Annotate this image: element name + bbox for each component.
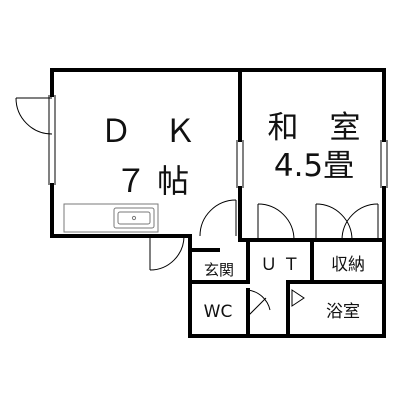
washitsu-door-arc-3 (341, 203, 379, 241)
windows (48, 95, 388, 188)
room-labels: Ｄ Ｋ ７ 帖 和 室 4.5畳 玄関 Ｕ Ｔ 収納 WC 浴室 (100, 110, 365, 322)
sink-drain (131, 215, 137, 221)
kitchen-sink-inner (117, 211, 151, 225)
shuno-label: 収納 (331, 255, 365, 275)
washitsu-door-arc-1 (257, 203, 295, 241)
dk-room-name: Ｄ Ｋ (100, 112, 196, 150)
dk-hall-door-arc (199, 199, 237, 237)
kitchen-sink (113, 207, 155, 229)
kitchen-counter (63, 203, 159, 233)
entrance-door-arc (149, 235, 185, 271)
wc-label: WC (204, 302, 233, 322)
dk-room-size: ７ 帖 (115, 162, 189, 200)
bath-door-mark (291, 289, 305, 307)
ut-label: Ｕ Ｔ (260, 255, 299, 275)
washitsu-room-name: 和 室 (268, 110, 361, 146)
washitsu-room-size: 4.5畳 (274, 148, 354, 184)
wc-door-leaf (247, 297, 267, 317)
wc-door-arc (247, 289, 271, 311)
yokushitsu-label: 浴室 (326, 302, 360, 322)
walls (50, 68, 386, 338)
genkan-label: 玄関 (204, 261, 234, 279)
dk-left-door-arc (15, 97, 53, 135)
washitsu-door-arc-2 (315, 203, 353, 241)
kitchen-counter-outline (63, 203, 159, 233)
doors (15, 97, 379, 317)
